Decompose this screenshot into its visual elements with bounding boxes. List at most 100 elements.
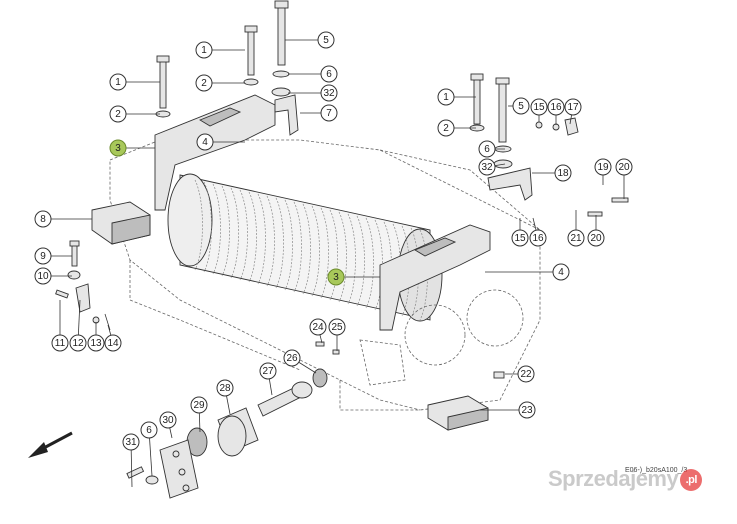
drum-rib: [329, 209, 338, 301]
callout-circle: [594, 158, 612, 176]
gear-housing: [359, 289, 524, 386]
callout-27: 27: [259, 362, 277, 396]
callout-label: 3: [115, 143, 121, 154]
direction-arrow-icon: [28, 431, 73, 458]
bolts: [69, 0, 629, 479]
callout-circle: [190, 396, 208, 414]
drum-rib: [194, 179, 203, 271]
callout-15: 15: [511, 218, 529, 247]
watermark-text: Sprzedajemy: [548, 466, 679, 491]
callout-2: 2: [195, 74, 245, 92]
callout-label: 10: [37, 271, 49, 282]
callout-30: 30: [159, 411, 177, 439]
callout-7: 7: [300, 104, 338, 122]
callout-20: 20: [587, 215, 605, 247]
callout-label: 16: [550, 102, 562, 113]
callout-label: 2: [201, 78, 207, 89]
callout-circle: [518, 401, 536, 419]
callout-11: 11: [51, 300, 69, 352]
callout-label: 31: [125, 437, 137, 448]
callout-circle: [283, 349, 301, 367]
callout-label: 20: [590, 233, 602, 244]
drum-rib: [293, 201, 302, 293]
callout-label: 4: [558, 267, 564, 278]
callout-circle: [529, 229, 547, 247]
callout-circle: [437, 88, 455, 106]
machine-frame: [109, 139, 541, 411]
callout-label: 18: [557, 168, 569, 179]
callout-circle: [109, 73, 127, 91]
bracket-left: [154, 94, 276, 211]
callout-circle: [328, 318, 346, 336]
drum-rib: [347, 213, 356, 305]
callout-label: 11: [55, 338, 66, 349]
callout-28: 28: [216, 379, 234, 415]
callout-label: 27: [262, 366, 274, 377]
callout-circle: [34, 210, 52, 228]
callout-9: 9: [34, 247, 72, 265]
drum-rib: [302, 203, 311, 295]
drawing-code: E06-)_b20sA100_/3: [625, 467, 688, 474]
callout-20: 20: [615, 158, 633, 199]
callout-4: 4: [485, 263, 570, 281]
callout-label: 9: [40, 251, 46, 262]
callout-3: 3: [109, 139, 155, 157]
bracket-right: [379, 224, 491, 331]
callout-31: 31: [122, 433, 140, 488]
callout-13: 13: [87, 322, 105, 352]
callout-label: 30: [162, 415, 174, 426]
callout-25: 25: [328, 318, 346, 351]
callout-6: 6: [140, 421, 158, 477]
callout-circle: [517, 365, 535, 383]
callout-circle: [159, 411, 177, 429]
drum-rib: [338, 211, 347, 303]
drum-rib: [320, 207, 329, 299]
callout-circle: [109, 105, 127, 123]
callout-4: 4: [196, 133, 245, 151]
drum-rib: [266, 195, 275, 287]
callout-5: 5: [285, 31, 335, 49]
callout-label: 15: [514, 233, 526, 244]
clip-parts: [55, 283, 111, 331]
callout-6: 6: [478, 140, 505, 158]
callout-8: 8: [34, 210, 92, 228]
watermark: Sprzedajemy.pl: [548, 466, 703, 492]
callout-label: 3: [333, 272, 339, 283]
callout-circle: [34, 267, 52, 285]
callout-label: 28: [219, 383, 231, 394]
drum-rib: [230, 187, 239, 279]
callout-label: 2: [115, 109, 121, 120]
callout-circle: [195, 41, 213, 59]
callout-circle: [552, 263, 570, 281]
drum-rib: [239, 189, 248, 281]
callout-circle: [567, 229, 585, 247]
callout-label: 12: [72, 338, 84, 349]
drum-rib: [212, 183, 221, 275]
callout-label: 23: [521, 405, 533, 416]
callout-label: 6: [326, 69, 332, 80]
callout-label: 5: [518, 101, 524, 112]
callout-circle: [196, 133, 214, 151]
watermark-badge: .pl: [680, 469, 703, 492]
callout-17: 17: [564, 98, 582, 125]
callout-32: 32: [478, 158, 506, 176]
callout-label: 32: [481, 162, 493, 173]
callout-circle: [530, 98, 548, 116]
callout-circle: [320, 65, 338, 83]
wear-pads: [91, 201, 489, 431]
drum-rib: [275, 197, 284, 289]
callout-circle: [587, 229, 605, 247]
callout-19: 19: [594, 158, 612, 185]
callout-21: 21: [567, 210, 585, 247]
callout-23: 23: [480, 401, 536, 419]
callout-circle: [437, 119, 455, 137]
callout-label: 32: [323, 88, 335, 99]
callout-circle: [511, 229, 529, 247]
callout-label: 4: [202, 137, 208, 148]
callout-2: 2: [437, 119, 476, 137]
callout-label: 5: [323, 35, 329, 46]
callout-label: 1: [443, 92, 449, 103]
callout-circle: [478, 158, 496, 176]
callout-label: 14: [107, 338, 119, 349]
